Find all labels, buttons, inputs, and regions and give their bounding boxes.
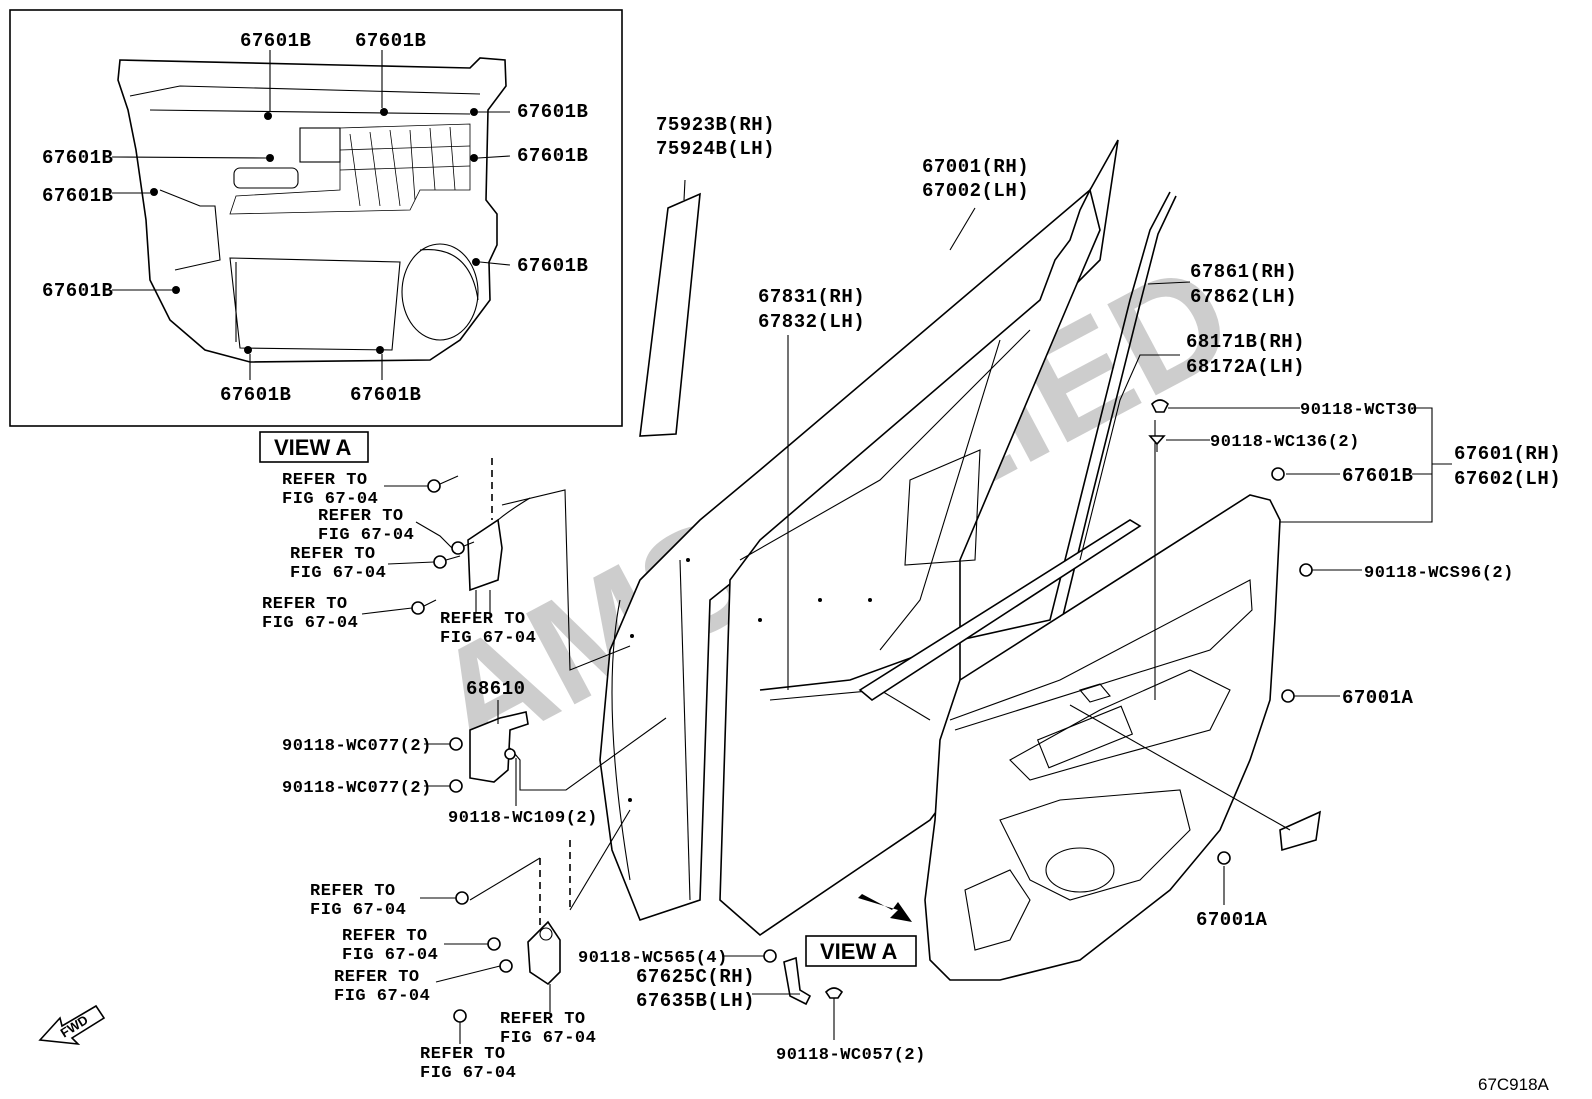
label-wc057: 90118-WC057(2) xyxy=(776,1046,926,1065)
view-a-marker: VIEW A xyxy=(820,939,898,964)
lower-ref-5-l2: FIG 67-04 xyxy=(420,1064,516,1083)
inset-speaker xyxy=(401,243,479,341)
lower-ref-1-l2: FIG 67-04 xyxy=(310,901,406,920)
label-67601b-right: 67601B xyxy=(1342,465,1413,487)
fwd-arrow-icon: FWD xyxy=(38,1004,106,1046)
upper-hinge xyxy=(467,518,503,592)
lower-ref-5-l1: REFER TO xyxy=(420,1045,506,1064)
label-67002: 67002(LH) xyxy=(922,180,1029,202)
label-67601: 67601(RH) xyxy=(1454,443,1561,465)
weatherstrip: 67861(RH) 67862(LH) xyxy=(759,191,1297,691)
inset-label-bottom-right: 67601B xyxy=(350,384,421,406)
lower-bolts xyxy=(453,891,513,1023)
inset-label-right-1: 67601B xyxy=(517,101,588,123)
view-a-ref-3-l2: FIG 67-04 xyxy=(290,564,386,583)
lower-hinge-group: REFER TO FIG 67-04 REFER TO FIG 67-04 RE… xyxy=(310,809,631,1083)
lower-hinge xyxy=(527,920,561,986)
label-67001: 67001(RH) xyxy=(922,156,1029,178)
view-a-ref-2-l2: FIG 67-04 xyxy=(318,526,414,545)
bracket-67625c xyxy=(783,956,812,1006)
inset-label-left-2: 67601B xyxy=(42,185,113,207)
label-wcs96: 90118-WCS96(2) xyxy=(1364,564,1514,583)
lower-ref-4-l2: FIG 67-04 xyxy=(500,1029,596,1048)
view-a-ref-5-l1: REFER TO xyxy=(440,610,526,629)
inset-clips xyxy=(150,108,480,354)
inset-hatch xyxy=(229,123,471,215)
inset-label-right-2: 67601B xyxy=(517,145,588,167)
inset-panel: 67601B 67601B 67601B 67601B 67601B 67601… xyxy=(9,9,623,427)
pillar-garnish: 75923B(RH) 75924B(LH) xyxy=(639,114,775,437)
inset-label-left-1: 67601B xyxy=(42,147,113,169)
lower-bracket-group: VIEW A 90118-WC565(4) 67625C(RH) 67635B(… xyxy=(578,894,926,1065)
label-wc077-a: 90118-WC077(2) xyxy=(282,737,432,756)
lower-ref-2-l1: REFER TO xyxy=(342,927,428,946)
view-a-ref-5-l2: FIG 67-04 xyxy=(440,629,536,648)
view-a-ref-4-l1: REFER TO xyxy=(262,595,348,614)
view-a-ref-1-l1: REFER TO xyxy=(282,471,368,490)
label-67831: 67831(RH) xyxy=(758,286,865,308)
belt-moulding: 68171B(RH) 68172A(LH) xyxy=(858,331,1305,701)
label-wc565: 90118-WC565(4) xyxy=(578,949,728,968)
trim-outline xyxy=(924,494,1281,981)
diagram-code: 67C918A xyxy=(1478,1075,1550,1094)
view-a-marker-box xyxy=(805,935,917,967)
trim-fasteners xyxy=(1148,399,1313,865)
lower-ref-3-l1: REFER TO xyxy=(334,968,420,987)
label-wc077-b: 90118-WC077(2) xyxy=(282,779,432,798)
service-cover: 67831(RH) 67832(LH) xyxy=(758,286,865,690)
inset-border xyxy=(9,9,623,427)
label-67625c: 67625C(RH) xyxy=(636,966,755,988)
label-67635b: 67635B(LH) xyxy=(636,990,755,1012)
door-check: 68610 90118-WC077(2) 90118-WC077(2) 9011… xyxy=(282,678,667,828)
view-a-ref-2-l1: REFER TO xyxy=(318,507,404,526)
view-a-box xyxy=(259,431,369,463)
label-67001a-right: 67001A xyxy=(1342,687,1414,709)
lower-ref-3-l2: FIG 67-04 xyxy=(334,987,430,1006)
view-a-ref-3-l1: REFER TO xyxy=(290,545,376,564)
label-67832: 67832(LH) xyxy=(758,311,865,333)
view-a-ref-1-l2: FIG 67-04 xyxy=(282,490,378,509)
inset-label-top-right: 67601B xyxy=(355,30,426,52)
inset-label-left-3: 67601B xyxy=(42,280,113,302)
view-a-ref-4-l2: FIG 67-04 xyxy=(262,614,358,633)
view-a-bolts xyxy=(411,475,475,615)
door-panel: 67001(RH) 67002(LH) xyxy=(599,139,1119,937)
door-trim-board: 90118-WCT30 90118-WC136(2) 67601B 67601(… xyxy=(924,399,1561,981)
label-wc109: 90118-WC109(2) xyxy=(448,809,598,828)
label-67602: 67602(LH) xyxy=(1454,468,1561,490)
label-67862: 67862(LH) xyxy=(1190,286,1297,308)
label-75923b: 75923B(RH) xyxy=(656,114,775,136)
lower-ref-2-l2: FIG 67-04 xyxy=(342,946,438,965)
label-wc136: 90118-WC136(2) xyxy=(1210,433,1360,452)
label-68610: 68610 xyxy=(466,678,526,700)
inset-label-top-left: 67601B xyxy=(240,30,311,52)
label-67861: 67861(RH) xyxy=(1190,261,1297,283)
inset-pocket xyxy=(229,257,401,351)
label-68171b: 68171B(RH) xyxy=(1186,331,1305,353)
label-68172a: 68172A(LH) xyxy=(1186,356,1305,378)
inset-label-right-3: 67601B xyxy=(517,255,588,277)
inset-trim-panel xyxy=(117,57,507,363)
view-a-title: VIEW A xyxy=(274,435,352,460)
view-a-upper: VIEW A REFER TO FIG 67-04 REFER TO FIG 6… xyxy=(259,431,631,671)
door-inner-frame xyxy=(719,187,1101,937)
door-check-body xyxy=(469,711,529,783)
view-a-arrow xyxy=(858,894,912,922)
lower-ref-4-l1: REFER TO xyxy=(500,1010,586,1029)
label-75924b: 75924B(LH) xyxy=(656,138,775,160)
inset-label-bottom-left: 67601B xyxy=(220,384,291,406)
label-wct30: 90118-WCT30 xyxy=(1300,401,1418,420)
lower-ref-1-l1: REFER TO xyxy=(310,882,396,901)
label-67001a-bottom: 67001A xyxy=(1196,909,1268,931)
